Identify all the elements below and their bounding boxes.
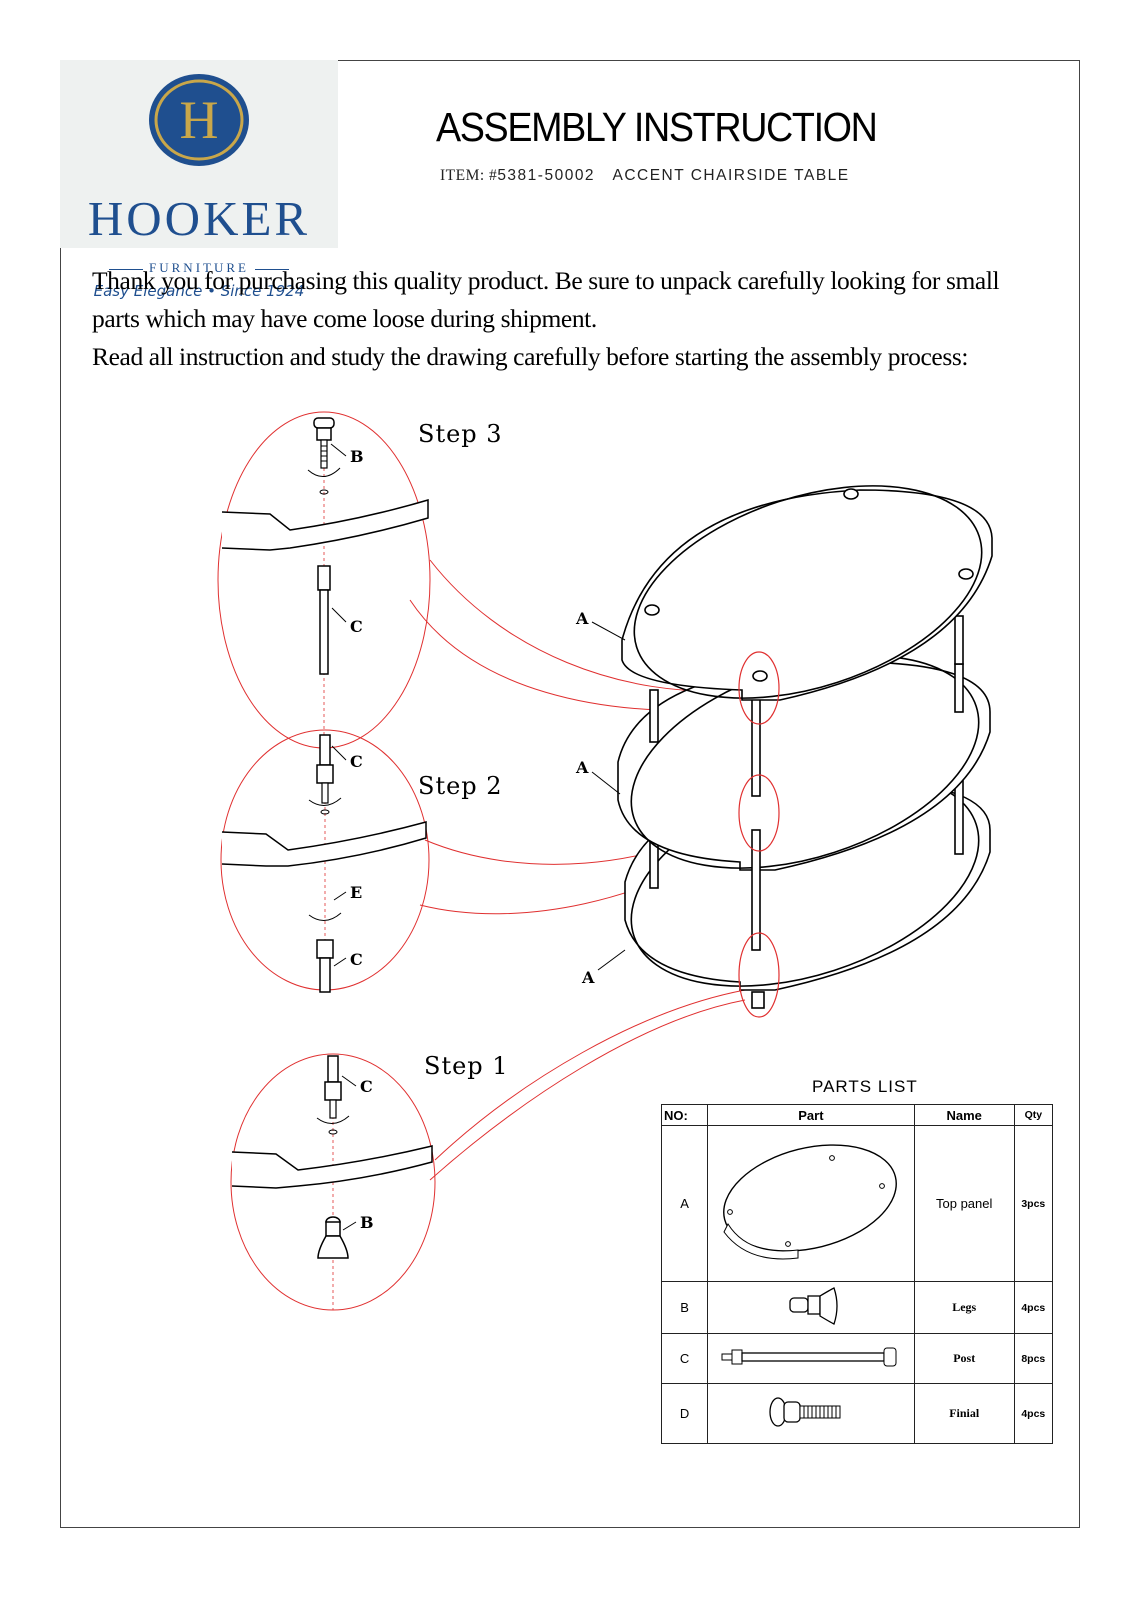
step2-label: Step 2 xyxy=(418,772,503,800)
table-row: B Legs 4pcs xyxy=(660,1281,1054,1334)
item-number: 5381-50002 xyxy=(497,167,596,184)
intro-line-2: parts which may have come loose during s… xyxy=(92,304,597,333)
part-image-finial xyxy=(707,1383,915,1444)
parts-list-table: NO: Part Name Qty A Top panel 3pcs B Leg… xyxy=(660,1104,1054,1444)
table-row: A Top panel 3pcs xyxy=(660,1125,1054,1282)
label-leaders xyxy=(591,621,626,971)
table-row: D Finial 4pcs xyxy=(660,1383,1054,1444)
row-qty: 3pcs xyxy=(1013,1125,1054,1282)
step2-detail xyxy=(220,729,430,993)
label-b-step1: B xyxy=(360,1213,374,1232)
monogram-emblem: H xyxy=(149,74,249,166)
label-e-step2: E xyxy=(350,883,363,902)
parts-header-row: NO: Part Name Qty xyxy=(660,1104,1054,1126)
row-qty: 8pcs xyxy=(1013,1333,1054,1384)
step1-detail xyxy=(230,1053,436,1311)
label-b-step3: B xyxy=(350,447,364,466)
label-a-top: A xyxy=(576,609,589,628)
part-image-top-panel xyxy=(707,1125,915,1282)
callout-circles xyxy=(738,651,780,1018)
label-a-bottom: A xyxy=(582,968,595,987)
row-no: D xyxy=(660,1383,709,1444)
label-c-step2-bottom: C xyxy=(350,950,363,969)
brand-tagline: Easy Elegance • Since 1924 xyxy=(93,282,305,300)
label-a-middle: A xyxy=(576,758,589,777)
monogram-letter: H xyxy=(180,90,219,150)
table-row: C Post 8pcs xyxy=(660,1333,1054,1384)
intro-text: Thank you for purchasing this quality pr… xyxy=(92,262,1072,376)
intro-line-3: Read all instruction and study the drawi… xyxy=(92,342,969,371)
header-no: NO: xyxy=(660,1104,709,1126)
brand-subname: FURNITURE xyxy=(60,260,338,276)
brand-name: HOOKER xyxy=(87,191,311,246)
page-frame xyxy=(60,60,1080,1528)
part-image-legs xyxy=(707,1281,915,1334)
step1-label: Step 1 xyxy=(424,1052,509,1080)
row-no: A xyxy=(660,1125,709,1282)
brand-logo: H HOOKER FURNITURE Easy Elegance • Since… xyxy=(60,60,338,300)
row-name: Post xyxy=(913,1333,1015,1384)
row-qty: 4pcs xyxy=(1013,1281,1054,1334)
row-name: Legs xyxy=(913,1281,1015,1334)
row-name: Finial xyxy=(913,1383,1015,1444)
header-name: Name xyxy=(913,1104,1015,1126)
table-illustration xyxy=(617,485,993,1009)
label-c-step1: C xyxy=(360,1077,373,1096)
row-no: C xyxy=(660,1333,709,1384)
item-prefix: ITEM: # xyxy=(440,167,498,184)
page-title: ASSEMBLY INSTRUCTION xyxy=(436,104,878,150)
header-qty: Qty xyxy=(1013,1104,1054,1126)
step3-detail xyxy=(217,411,431,749)
intro-line-1: Thank you for purchasing this quality pr… xyxy=(92,266,1000,295)
parts-list-title: PARTS LIST xyxy=(812,1077,918,1096)
label-c-step3: C xyxy=(350,617,363,636)
header-part: Part xyxy=(707,1104,915,1126)
row-no: B xyxy=(660,1281,709,1334)
row-name: Top panel xyxy=(913,1125,1015,1282)
part-image-post xyxy=(707,1333,915,1384)
row-qty: 4pcs xyxy=(1013,1383,1054,1444)
item-name: ACCENT CHAIRSIDE TABLE xyxy=(612,167,850,184)
item-line: ITEM: #5381-50002 ACCENT CHAIRSIDE TABLE xyxy=(440,167,850,185)
label-c-step2-top: C xyxy=(350,752,363,771)
step3-label: Step 3 xyxy=(418,420,503,448)
